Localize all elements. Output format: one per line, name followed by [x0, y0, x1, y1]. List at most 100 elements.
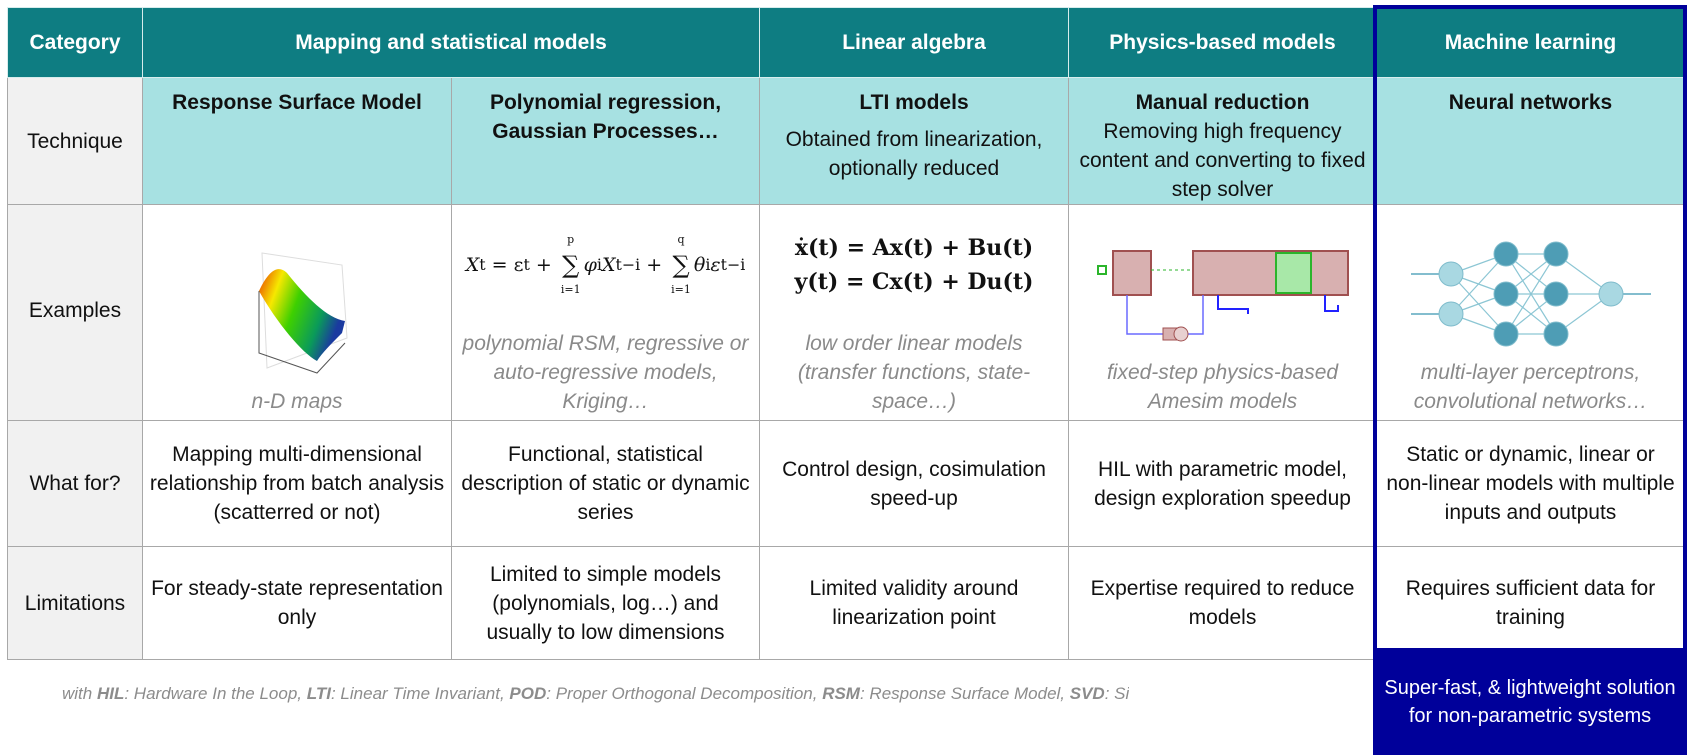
technique-title: Response Surface Model [172, 91, 422, 114]
example-cell: multi-layer perceptrons, convolutional n… [1376, 204, 1685, 421]
eq-symbol: θ [693, 254, 706, 276]
group-machine-learning: Machine learning [1376, 7, 1685, 78]
technique-cell: Polynomial regression, Gaussian Processe… [451, 77, 760, 205]
example-caption: fixed-step physics-based Amesim models [1106, 361, 1339, 413]
nn-node [1493, 321, 1518, 347]
highlight-callout: Super-fast, & lightweight solution for n… [1373, 648, 1687, 755]
example-caption: n-D maps [251, 390, 343, 413]
abbr-def: : Response Surface Model, [859, 684, 1070, 703]
eq-symbol: X [601, 254, 616, 276]
row-label-limitations: Limitations [7, 546, 143, 660]
limitations-row: Limitations For steady-state representat… [7, 546, 1685, 660]
sum-symbol: q ∑ i=1 [671, 234, 691, 296]
abbr: HIL [96, 684, 125, 703]
neural-network-diagram [1383, 234, 1678, 354]
group-physics-based: Physics-based models [1068, 7, 1377, 78]
eq-sub: t [479, 255, 486, 274]
what-for-cell: Functional, statistical description of s… [451, 420, 760, 547]
technique-row: Technique Response Surface Model Polynom… [7, 77, 1685, 205]
eq-text: + [529, 254, 558, 276]
technique-title: LTI models [859, 91, 969, 114]
group-linear-algebra: Linear algebra [759, 7, 1069, 78]
eq-sub: t−i [720, 255, 746, 274]
nn-node [1543, 241, 1568, 267]
limitation-cell: Requires sufficient data for training [1376, 546, 1685, 660]
eq-symbol: ε [710, 254, 721, 276]
nn-node [1493, 281, 1518, 307]
nn-node [1598, 281, 1623, 307]
eq-symbol: φ [583, 254, 597, 276]
eq-text: ∑ [672, 251, 690, 279]
eq-sub: i [596, 255, 602, 274]
example-caption: polynomial RSM, regressive or auto-regre… [462, 332, 749, 413]
response-surface-plot [149, 243, 445, 383]
row-label-technique: Technique [7, 77, 143, 205]
abbr-def: : Linear Time Invariant, [330, 684, 510, 703]
technique-cell: Neural networks [1376, 77, 1685, 205]
eq-sub: t [523, 255, 530, 274]
comparison-table: Category Mapping and statistical models … [7, 7, 1685, 660]
abbr-def: : Si [1104, 684, 1130, 703]
technique-title: Polynomial regression, Gaussian Processe… [489, 91, 722, 143]
abbr-def: : Hardware In the Loop, [124, 684, 307, 703]
eq-sub: q [677, 233, 685, 246]
example-cell: ẋ(t) = Ax(t) + Bu(t) y(t) = Cx(t) + Du(t… [759, 204, 1069, 421]
what-for-cell: Static or dynamic, linear or non-linear … [1376, 420, 1685, 547]
amesim-diagram [1075, 234, 1370, 354]
abbreviations-footnote: with HIL: Hardware In the Loop, LTI: Lin… [62, 684, 1129, 704]
technique-desc: Obtained from linearization, optionally … [785, 128, 1043, 180]
sum-symbol: p ∑ i=1 [561, 234, 581, 296]
abbr-def: : Proper Orthogonal Decomposition, [546, 684, 823, 703]
limitation-cell: For steady-state representation only [142, 546, 452, 660]
example-caption: multi-layer perceptrons, convolutional n… [1413, 361, 1648, 413]
abbr: RSM [822, 684, 860, 703]
footnote-prefix: with [62, 684, 97, 703]
state-equation: ẋ(t) = Ax(t) + Bu(t) [794, 235, 1034, 261]
eq-text: = ε [485, 254, 524, 276]
row-label-what-for: What for? [7, 420, 143, 547]
limitation-cell: Expertise required to reduce models [1068, 546, 1377, 660]
example-caption: low order linear models (transfer functi… [797, 332, 1031, 413]
what-for-cell: Control design, cosimulation speed-up [759, 420, 1069, 547]
abbr: SVD [1069, 684, 1105, 703]
example-cell: fixed-step physics-based Amesim models [1068, 204, 1377, 421]
nn-node [1543, 281, 1568, 307]
nn-connection [1450, 253, 1506, 315]
abbr: POD [509, 684, 547, 703]
technique-cell: Response Surface Model [142, 77, 452, 205]
state-space-equations: ẋ(t) = Ax(t) + Bu(t) y(t) = Cx(t) + Du(t… [766, 205, 1062, 325]
technique-title: Neural networks [1448, 91, 1613, 114]
eq-sub: p [567, 233, 575, 246]
category-header: Category [7, 7, 143, 78]
what-for-cell: HIL with parametric model, design explor… [1068, 420, 1377, 547]
nn-node [1543, 321, 1568, 347]
output-equation: y(t) = Cx(t) + Du(t) [794, 269, 1034, 295]
eq-sub: i=1 [560, 283, 581, 296]
group-mapping-statistical: Mapping and statistical models [142, 7, 760, 78]
eq-sub: t−i [615, 255, 641, 274]
header-row: Category Mapping and statistical models … [7, 7, 1685, 78]
nn-node [1438, 261, 1463, 287]
nn-node [1493, 241, 1518, 267]
technique-desc: Removing high frequency content and conv… [1079, 120, 1366, 201]
example-cell: n-D maps [142, 204, 452, 421]
what-for-row: What for? Mapping multi-dimensional rela… [7, 420, 1685, 547]
nn-connection [1504, 253, 1557, 335]
eq-text: ∑ [562, 251, 580, 279]
eq-symbol: X [465, 254, 480, 276]
row-label-examples: Examples [7, 204, 143, 421]
eq-sub: i=1 [671, 283, 691, 296]
what-for-cell: Mapping multi-dimensional relationship f… [142, 420, 452, 547]
eq-sub: i [705, 255, 711, 274]
limitation-cell: Limited validity around linearization po… [759, 546, 1069, 660]
technique-title: Manual reduction [1135, 91, 1310, 114]
abbr: LTI [306, 684, 331, 703]
limitation-cell: Limited to simple models (polynomials, l… [451, 546, 760, 660]
eq-text: + [640, 254, 669, 276]
nn-node [1438, 301, 1463, 327]
